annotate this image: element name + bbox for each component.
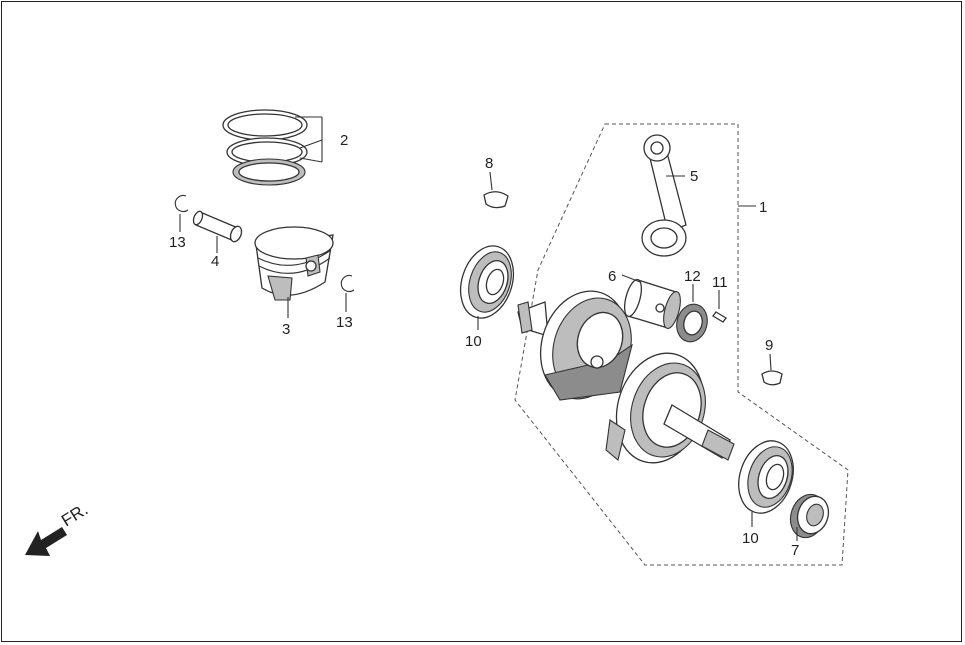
callout-10-left: 10 bbox=[465, 333, 482, 350]
woodruff-key-upper bbox=[483, 171, 509, 209]
dowel-pin bbox=[712, 290, 727, 323]
callout-3: 3 bbox=[282, 321, 290, 338]
callout-8: 8 bbox=[485, 155, 493, 172]
ball-bearing-left bbox=[459, 245, 515, 330]
crankshaft-left-half bbox=[517, 290, 633, 401]
piston-rings bbox=[222, 109, 323, 186]
callout-1: 1 bbox=[759, 199, 767, 216]
crank-pin bbox=[621, 274, 681, 329]
woodruff-key-lower bbox=[761, 353, 783, 386]
callout-2: 2 bbox=[340, 132, 348, 149]
ball-bearing-right bbox=[738, 440, 794, 527]
callout-7: 7 bbox=[791, 542, 799, 559]
piston-pin bbox=[192, 210, 243, 253]
crankshaft-right-half bbox=[605, 352, 735, 464]
callout-10-right: 10 bbox=[742, 530, 759, 547]
callout-5: 5 bbox=[690, 168, 698, 185]
callout-13-left: 13 bbox=[169, 234, 186, 251]
callout-4: 4 bbox=[211, 253, 219, 270]
callout-6: 6 bbox=[608, 268, 616, 285]
timing-sprocket bbox=[789, 493, 830, 541]
callout-12: 12 bbox=[684, 268, 701, 285]
callout-9: 9 bbox=[765, 337, 773, 354]
front-direction-label: FR. bbox=[58, 500, 91, 531]
connecting-rod bbox=[641, 134, 687, 257]
crankshaft-assembly-boundary bbox=[514, 123, 849, 566]
circlip-right bbox=[340, 274, 355, 312]
callout-11: 11 bbox=[712, 274, 728, 291]
circlip-left bbox=[174, 194, 189, 232]
front-direction-arrow-icon bbox=[25, 527, 67, 556]
piston bbox=[254, 226, 334, 318]
callout-13-right: 13 bbox=[336, 314, 353, 331]
needle-bearing bbox=[676, 284, 708, 343]
